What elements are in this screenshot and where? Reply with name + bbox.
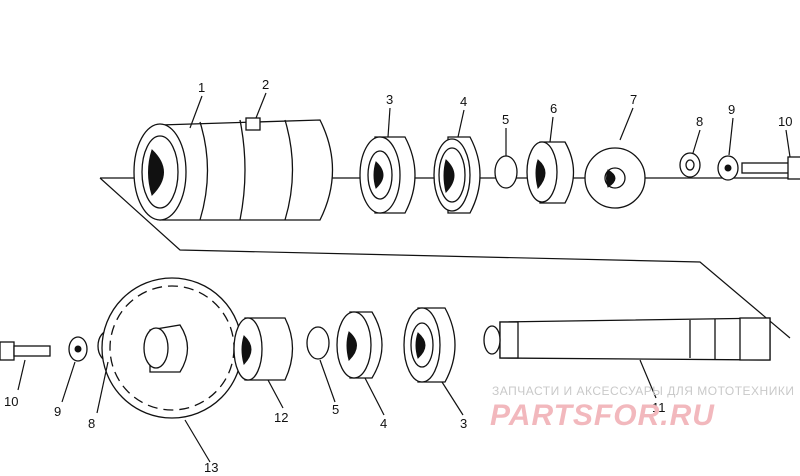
part-6-spacer xyxy=(526,141,575,204)
part-4-ring-bottom xyxy=(336,311,383,379)
part-12-spacer xyxy=(233,317,294,381)
part-5-oring-bottom xyxy=(306,326,330,360)
label-12: 12 xyxy=(274,410,288,425)
label-4-top: 4 xyxy=(460,94,467,109)
label-1: 1 xyxy=(198,80,205,95)
label-10-bottom: 10 xyxy=(4,394,18,409)
label-8-top: 8 xyxy=(696,114,703,129)
label-9-top: 9 xyxy=(728,102,735,117)
label-13: 13 xyxy=(204,460,218,475)
part-11-shaft xyxy=(483,317,771,361)
callout-leaders xyxy=(17,92,791,463)
label-3-top: 3 xyxy=(386,92,393,107)
part-13-large-sprocket xyxy=(101,277,243,419)
part-8-washer-top xyxy=(679,152,701,178)
watermark: ЗАПЧАСТИ И АКСЕССУАРЫ ДЛЯ МОТОТЕХНИКИ PA… xyxy=(490,384,794,432)
part-10-bolt-top xyxy=(741,156,800,180)
part-3-bearing-top xyxy=(359,136,416,214)
label-9-bottom: 9 xyxy=(54,404,61,419)
part-9-lockwasher-bottom xyxy=(68,336,88,362)
label-7: 7 xyxy=(630,92,637,107)
label-6: 6 xyxy=(550,101,557,116)
part-10-bolt-bottom xyxy=(0,341,51,361)
label-5-top: 5 xyxy=(502,112,509,127)
label-4-bottom: 4 xyxy=(380,416,387,431)
part-9-lockwasher-top xyxy=(717,155,739,181)
part-5-oring-top xyxy=(494,155,518,189)
watermark-tagline: ЗАПЧАСТИ И АКСЕССУАРЫ ДЛЯ МОТОТЕХНИКИ xyxy=(492,384,794,398)
label-2: 2 xyxy=(262,77,269,92)
labels-bottom: 10 9 8 13 12 5 4 3 11 xyxy=(4,394,666,475)
part-3-bearing-bottom xyxy=(403,307,456,383)
part-2-fitting xyxy=(245,117,261,131)
label-8-bottom: 8 xyxy=(88,416,95,431)
label-11: 11 xyxy=(652,400,666,415)
watermark-logo: PARTSFOR.RU xyxy=(490,399,715,432)
part-4-ring-top xyxy=(433,136,481,214)
label-5-bottom: 5 xyxy=(332,402,339,417)
part-1-drum xyxy=(133,119,334,221)
label-10-top: 10 xyxy=(778,114,792,129)
part-7-small-sprocket xyxy=(584,147,646,209)
labels-top: 1 2 3 4 5 6 7 8 9 10 xyxy=(198,77,792,129)
label-3-bottom: 3 xyxy=(460,416,467,431)
